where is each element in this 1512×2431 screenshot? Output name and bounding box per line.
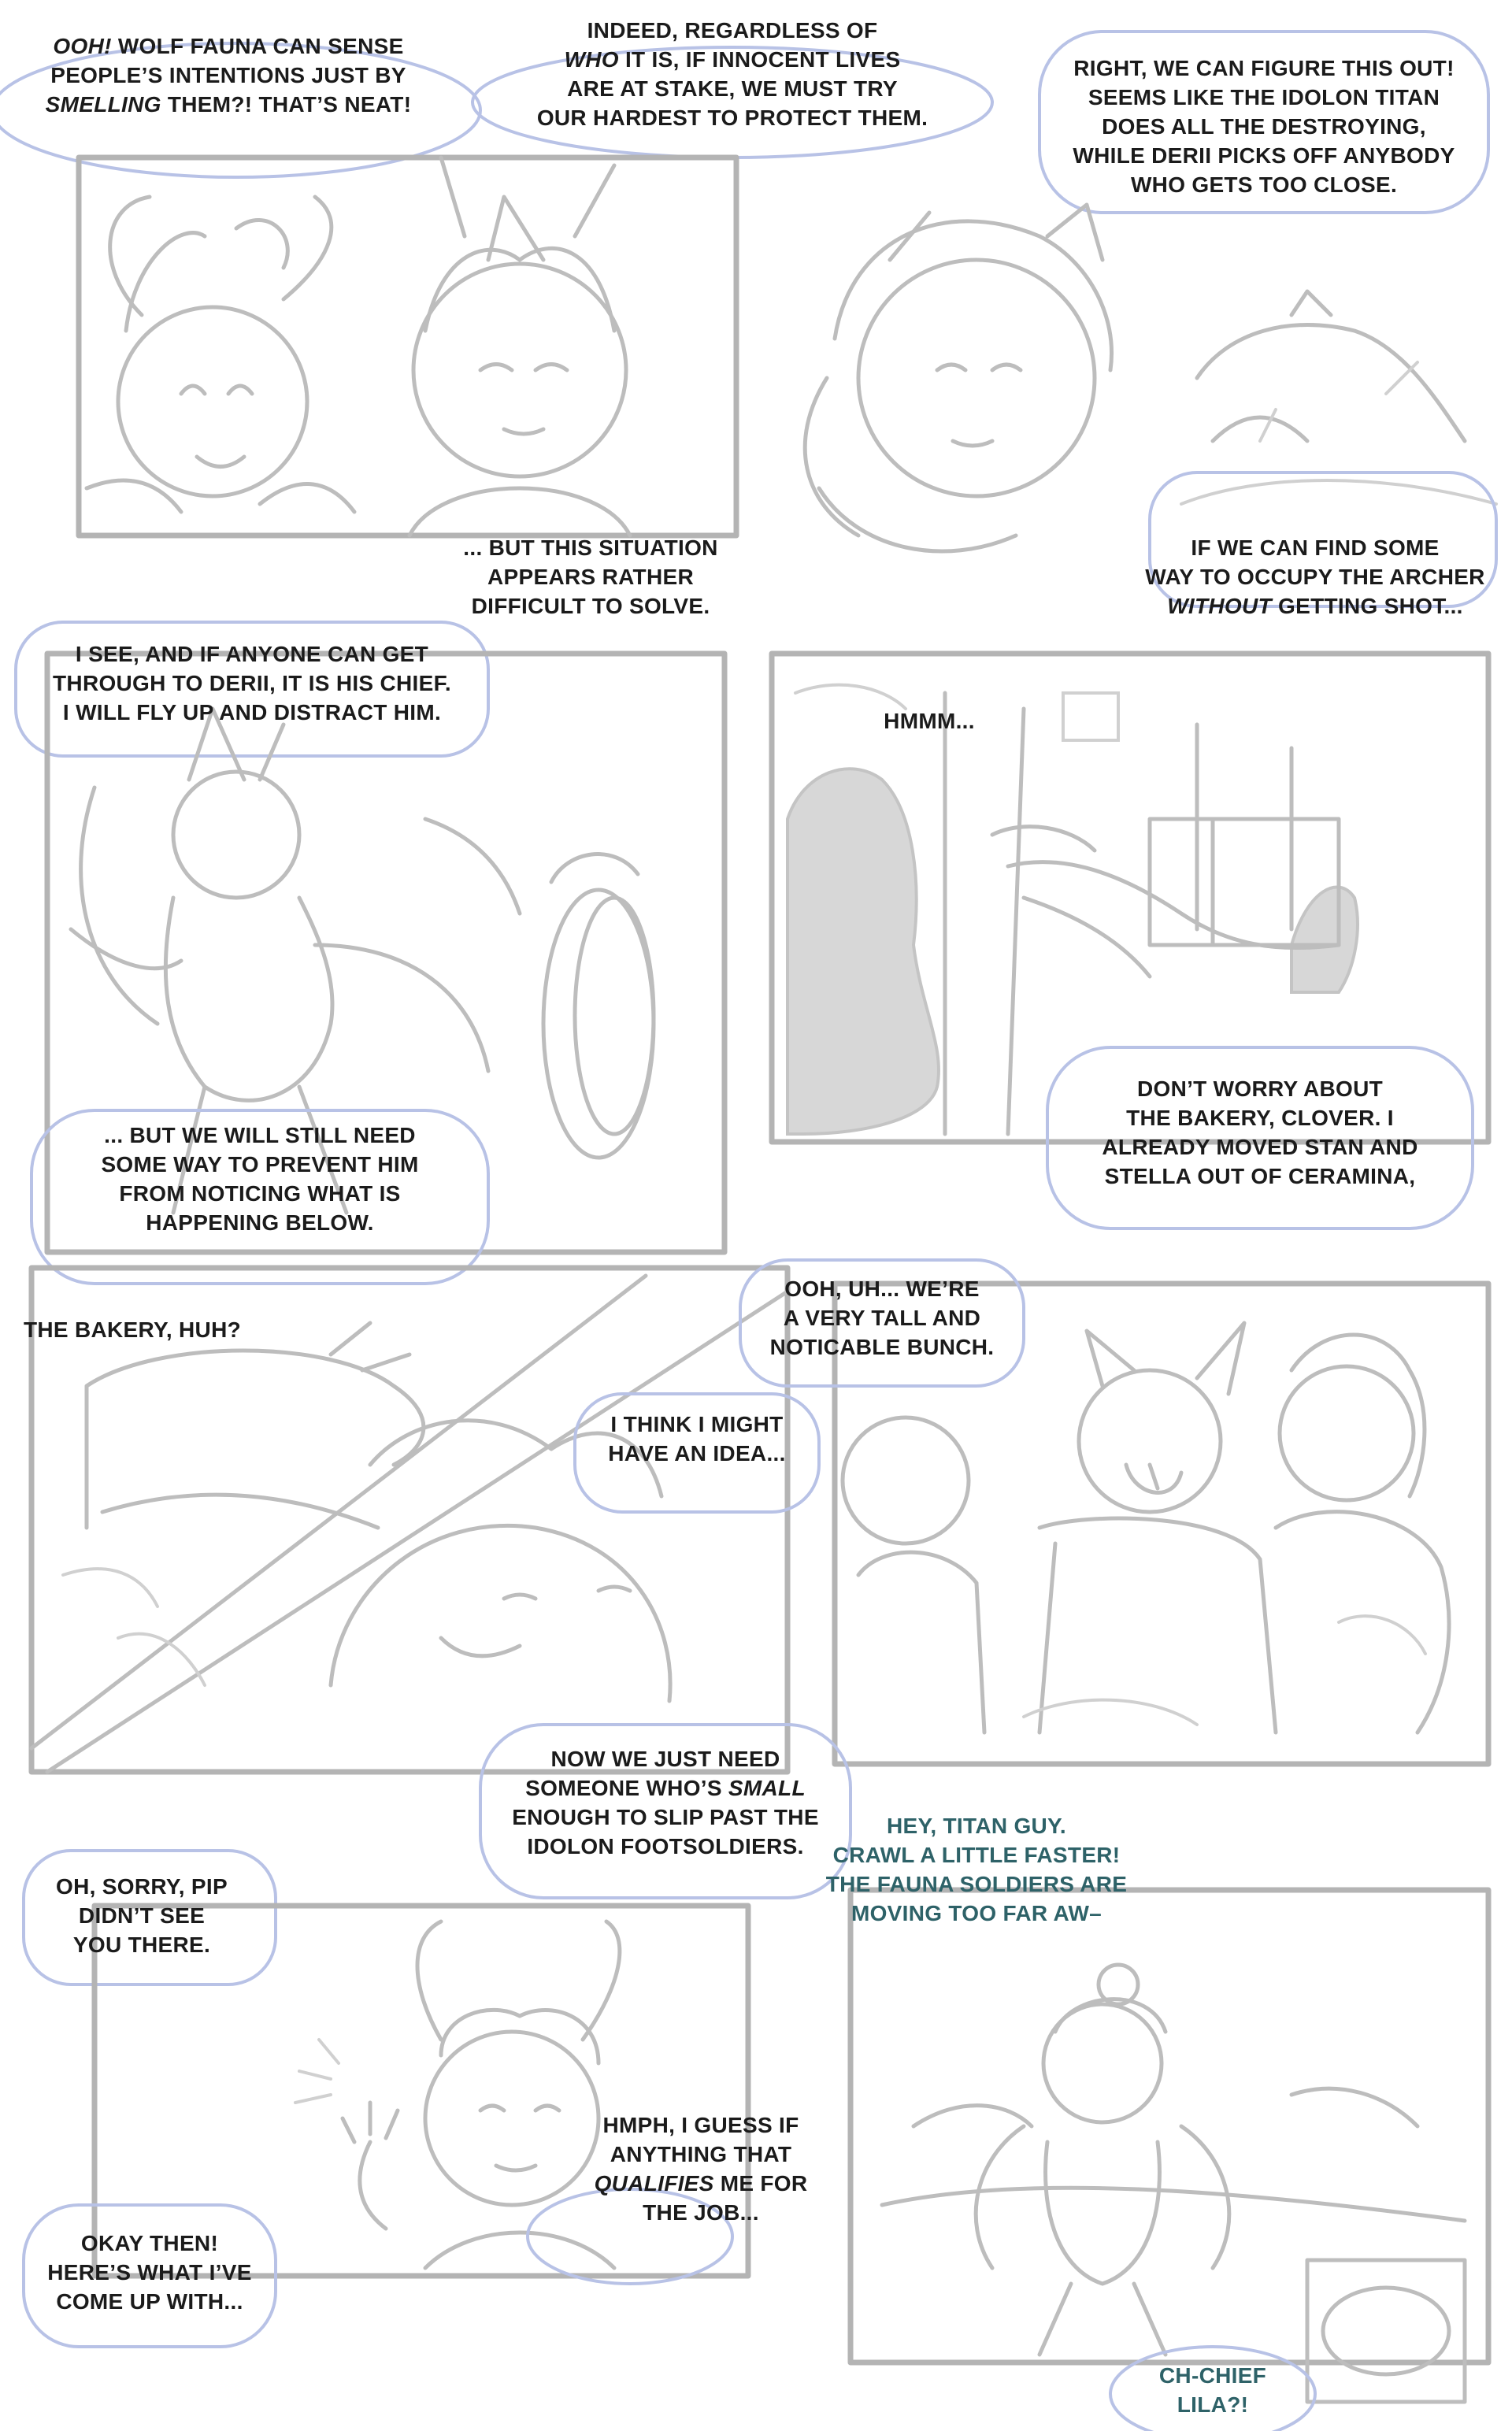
speech-bubble-9 — [1046, 1046, 1474, 1230]
speech-bubble-18 — [1109, 2345, 1317, 2431]
panel-5-sketch — [29, 1273, 790, 1774]
bubble-8-text: ... BUT WE WILL STILL NEED SOME WAY TO P… — [101, 1123, 419, 1235]
bubble-15-text: OH, SORRY, PIP DIDN’T SEE YOU THERE. — [56, 1874, 228, 1957]
panel-3-border — [44, 650, 728, 1255]
bubble-6-text: I SEE, AND IF ANYONE CAN GET THROUGH TO … — [53, 642, 451, 724]
bubble-9-text: DON’T WORRY ABOUT THE BAKERY, CLOVER. I … — [1102, 1077, 1418, 1188]
panel-4-sketch — [786, 683, 1359, 1136]
bubble-13-text: NOW WE JUST NEED SOMEONE WHO’S SMALL ENO… — [512, 1747, 819, 1858]
emphasis-smelling: SMELLING — [45, 92, 161, 117]
bubble-16-text: HMPH, I GUESS IF ANYTHING THAT QUALIFIES… — [594, 2113, 808, 2225]
panel-3-sketch — [69, 706, 656, 1215]
panel-2-sketch — [802, 202, 1498, 554]
panel-8-sketch — [880, 1962, 1467, 2404]
emphasis-who: WHO — [564, 47, 619, 72]
bubble-17-text: OKAY THEN! HERE’S WHAT I’VE COME UP WITH… — [47, 2231, 252, 2314]
speech-bubble-6 — [14, 621, 490, 758]
bubble-12-text: I THINK I MIGHT HAVE AN IDEA... — [608, 1412, 786, 1466]
bubble-11-text: THE BAKERY, HUH? — [24, 1317, 241, 1342]
panel-7-sketch — [294, 1919, 622, 2270]
bubble-2-text: INDEED, REGARDLESS OF WHO IT IS, IF INNO… — [536, 18, 928, 130]
panel-4-border — [769, 650, 1492, 1145]
bubble-5-text: IF WE CAN FIND SOME WAY TO OCCUPY THE AR… — [1145, 535, 1485, 618]
emphasis-small: SMALL — [728, 1776, 806, 1800]
speech-bubble-1 — [0, 42, 482, 179]
panel-6-sketch — [840, 1321, 1451, 1735]
bubble-10-text: OOH, UH... WE’RE A VERY TALL AND NOTICAB… — [769, 1277, 995, 1359]
bubble-14-text: HEY, TITAN GUY. CRAWL A LITTLE FASTER! T… — [825, 1814, 1128, 1925]
speech-bubble-15 — [22, 1849, 277, 1986]
speech-bubble-17 — [22, 2203, 277, 2348]
panel-1-sketch — [84, 155, 632, 538]
panel-1-border — [76, 154, 739, 539]
emphasis-qualifies: QUALIFIES — [594, 2171, 714, 2196]
bubble-3-text: RIGHT, WE CAN FIGURE THIS OUT! SEEMS LIK… — [1073, 56, 1455, 197]
speech-bubble-10 — [739, 1258, 1025, 1388]
emphasis-ooh: OOH! — [53, 34, 112, 58]
panel-7-border — [91, 1903, 751, 2279]
bubble-4-text: ... BUT THIS SITUATION APPEARS RATHER DI… — [463, 535, 718, 618]
panel-5-border — [28, 1265, 791, 1775]
speech-bubble-13 — [479, 1723, 852, 1899]
speech-bubble-3 — [1038, 30, 1490, 214]
speech-bubble-8 — [30, 1109, 490, 1285]
bubble-1-text: OOH! WOLF FAUNA CAN SENSE PEOPLE’S INTEN… — [45, 34, 412, 117]
emphasis-without: WITHOUT — [1167, 594, 1272, 618]
bubble-7-text: HMMM... — [884, 709, 975, 733]
panel-6-border — [832, 1280, 1492, 1767]
bubble-18-text: CH-CHIEF LILA?! — [1158, 2363, 1267, 2417]
speech-bubble-12 — [573, 1392, 821, 1514]
speech-bubble-16 — [526, 2188, 734, 2285]
speech-bubble-5 — [1148, 471, 1498, 608]
panel-8-border — [847, 1887, 1492, 2366]
